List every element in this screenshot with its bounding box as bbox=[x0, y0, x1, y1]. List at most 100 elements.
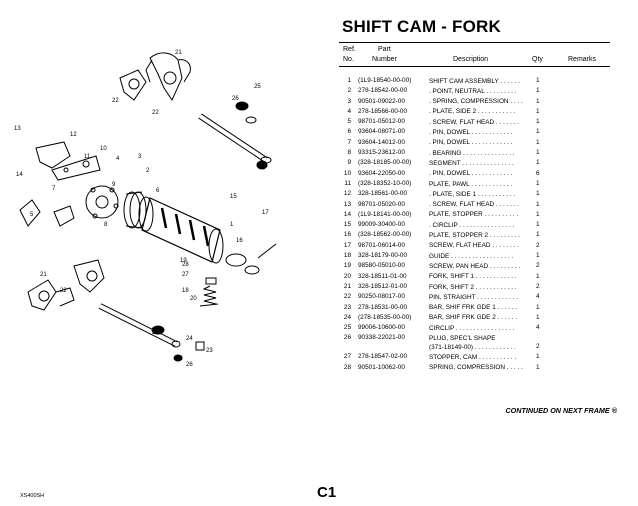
continued-note: CONTINUED ON NEXT FRAME ® bbox=[505, 406, 617, 415]
qty-cell: 2 bbox=[536, 282, 540, 290]
callout-21-bottom: 21 bbox=[40, 272, 47, 278]
part-number-cell: 90250-08017-00 bbox=[358, 293, 405, 301]
part-number-cell: 328-18179-00-00 bbox=[358, 252, 408, 260]
table-row: 16(328-18562-00-00)PLATE, STOPPER 2 . . … bbox=[339, 230, 614, 240]
callout-26-bottom-b: 26 bbox=[186, 362, 193, 368]
qty-cell: 2 bbox=[536, 262, 540, 270]
callout-16: 16 bbox=[236, 238, 243, 244]
ref-cell: 14 bbox=[343, 210, 351, 218]
ref-cell: 21 bbox=[343, 282, 351, 290]
qty-cell: 1 bbox=[536, 107, 540, 115]
qty-cell: 1 bbox=[536, 210, 540, 218]
description-cell: . SCREW, FLAT HEAD . . . . . . . bbox=[429, 118, 519, 126]
qty-cell: 1 bbox=[536, 138, 540, 146]
ref-cell: 25 bbox=[343, 324, 351, 332]
description-cell: . SCREW, FLAT HEAD . . . . . . . bbox=[429, 201, 519, 209]
qty-cell: 1 bbox=[536, 200, 540, 208]
callout-22-bottom: 22 bbox=[60, 288, 67, 294]
ref-cell: 23 bbox=[343, 303, 351, 311]
description-cell: . PLATE, SIDE 1 . . . . . . . . . . . bbox=[429, 190, 516, 198]
part-number-cell: 278-18531-00-00 bbox=[358, 303, 408, 311]
ref-cell: 28 bbox=[343, 363, 351, 371]
callout-24: 24 bbox=[186, 336, 193, 342]
description-cell: PLATE, STOPPER 2 . . . . . . . . . bbox=[429, 232, 521, 240]
callout-26-bottom: 26 bbox=[176, 356, 183, 362]
callout-6: 6 bbox=[156, 188, 160, 194]
callout-9: 9 bbox=[112, 182, 116, 188]
ref-cell: 22 bbox=[343, 293, 351, 301]
shift-fork-upper bbox=[145, 52, 191, 102]
table-row: 11(328-18352-10-00)PLATE, PAWL . . . . .… bbox=[339, 179, 614, 189]
table-row: 14(1L9-18141-00-00)PLATE, STOPPER . . . … bbox=[339, 210, 614, 220]
qty-cell: 1 bbox=[536, 353, 540, 361]
callout-14: 14 bbox=[16, 172, 23, 178]
qty-cell: 1 bbox=[536, 190, 540, 198]
bearing bbox=[123, 191, 147, 229]
exploded-parts-diagram: 21 22 22 26 25 13 12 14 11 10 9 7 8 4 3 … bbox=[14, 50, 277, 368]
qty-cell: 6 bbox=[536, 169, 540, 177]
ref-cell: 5 bbox=[347, 118, 351, 126]
callout-10: 10 bbox=[100, 146, 107, 152]
callout-2: 2 bbox=[146, 168, 150, 174]
callout-21-top: 21 bbox=[175, 50, 182, 56]
description-cell: . SPRING, COMPRESSION . . . . bbox=[429, 98, 523, 106]
ref-cell: 12 bbox=[343, 190, 351, 198]
table-row: 9(328-18185-00-00)SEGMENT . . . . . . . … bbox=[339, 158, 614, 168]
ref-cell: 8 bbox=[347, 149, 351, 157]
qty-cell: 1 bbox=[536, 77, 540, 84]
qty-cell: 1 bbox=[536, 272, 540, 280]
part-number-cell: 93604-14012-00 bbox=[358, 138, 405, 146]
callout-27: 27 bbox=[182, 272, 189, 278]
parts-list: 1(1L9-18540-00-00)SHIFT CAM ASSEMBLY . .… bbox=[339, 76, 614, 373]
header-part-line2: Number bbox=[372, 56, 397, 63]
callout-22-top-b: 22 bbox=[152, 110, 159, 116]
description-cell: . PIN, DOWEL . . . . . . . . . . . . bbox=[429, 170, 513, 178]
description-cell: STOPPER, CAM . . . . . . . . . . . bbox=[429, 354, 517, 362]
header-ref-line1: Ref. bbox=[343, 46, 356, 53]
callout-19: 19 bbox=[180, 258, 187, 264]
pawl-plate-assembly bbox=[19, 141, 101, 227]
description-cell: BAR, SHIF FRK GDE 2 . . . . . . bbox=[429, 314, 518, 322]
description-cell: . POINT, NEUTRAL . . . . . . . . . bbox=[429, 87, 517, 95]
table-row: 1(1L9-18540-00-00)SHIFT CAM ASSEMBLY . .… bbox=[339, 76, 614, 86]
part-number-cell: (328-18352-10-00) bbox=[358, 179, 412, 187]
model-code: XS400SH bbox=[20, 493, 45, 499]
description-cell: SCREW, FLAT HEAD . . . . . . . . bbox=[429, 242, 519, 250]
description-cell: . BEARING . . . . . . . . . . . . . . . bbox=[429, 149, 515, 157]
qty-cell: 1 bbox=[536, 179, 540, 187]
callout-25-top: 25 bbox=[254, 84, 261, 90]
qty-cell: 1 bbox=[536, 97, 540, 105]
description-cell: GUIDE . . . . . . . . . . . . . . . . . … bbox=[429, 252, 514, 260]
part-number-cell: 278-18542-00-00 bbox=[358, 87, 408, 95]
description-cell: PIN, STRAIGHT . . . . . . . . . . . . bbox=[429, 293, 519, 301]
description-cell: . PLATE, SIDE 2 . . . . . . . . . . . bbox=[429, 108, 516, 116]
part-number-cell: 93604-08071-00 bbox=[358, 128, 405, 136]
part-number-cell: 328-18512-01-00 bbox=[358, 282, 408, 290]
part-number-cell: (328-18185-00-00) bbox=[358, 159, 412, 167]
qty-cell: 1 bbox=[536, 313, 540, 321]
callout-22-top-a: 22 bbox=[112, 98, 119, 104]
part-number-cell: 98701-06014-00 bbox=[358, 241, 405, 249]
page-number: C1 bbox=[317, 484, 337, 501]
part-number-cell: 278-18547-02-00 bbox=[358, 353, 408, 361]
ref-cell: 20 bbox=[343, 272, 351, 280]
callout-8: 8 bbox=[104, 222, 108, 228]
qty-cell: 1 bbox=[536, 87, 540, 95]
qty-cell: 1 bbox=[536, 159, 540, 167]
part-number-cell: (278-18535-00-00) bbox=[358, 313, 412, 321]
part-number-cell: 328-18561-00-00 bbox=[358, 190, 408, 198]
header-part-line1: Part bbox=[378, 46, 391, 53]
shift-fork-upper-small bbox=[119, 69, 147, 101]
callout-15: 15 bbox=[230, 194, 237, 200]
description-cell: . PIN, DOWEL . . . . . . . . . . . . bbox=[429, 129, 513, 137]
description-cell: . PIN, DOWEL . . . . . . . . . . . . bbox=[429, 139, 513, 147]
